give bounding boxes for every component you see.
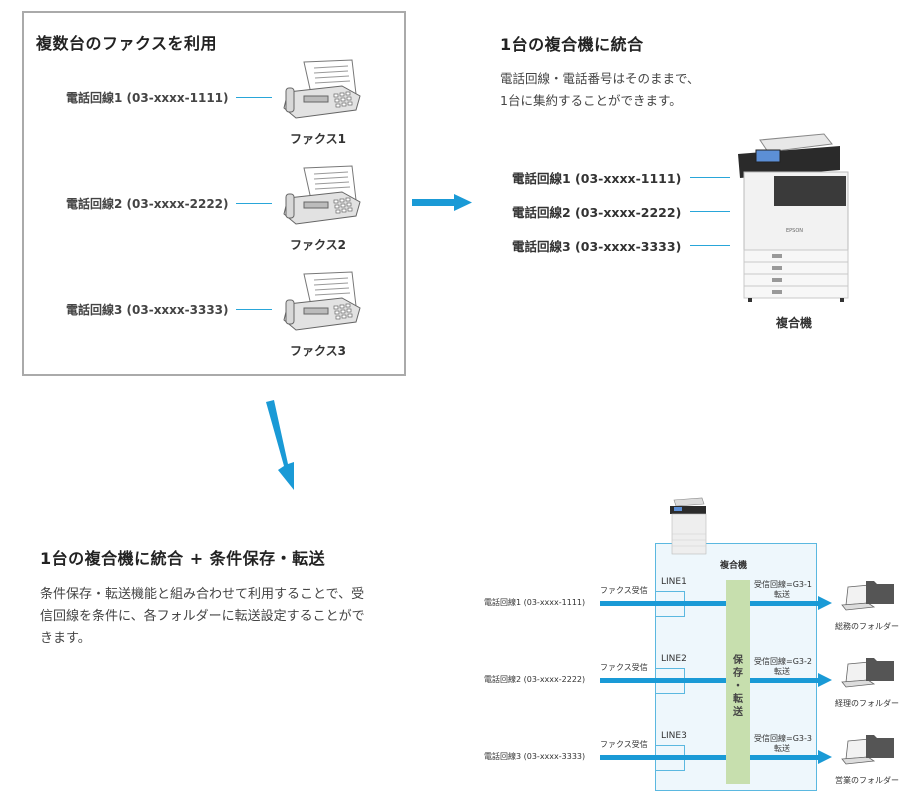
- desc-line: 電話回線・電話番号はそのままで、: [500, 71, 700, 86]
- folder-label: 経理のフォルダー: [835, 699, 899, 708]
- phone-line-label: 電話回線2 (03-xxxx-2222): [484, 675, 586, 684]
- phone-line-label: 電話回線3 (03-xxxx-3333): [484, 752, 586, 761]
- incoming-line: [600, 755, 726, 760]
- storage-forward-label: 保 存 ・ 転 送: [726, 654, 750, 719]
- storage-char: 転: [733, 694, 743, 705]
- desc-line: 1台に集約することができます。: [500, 93, 682, 108]
- integrated-mfp-desc: 電話回線・電話番号はそのままで、 1台に集約することができます。: [500, 68, 700, 112]
- fax-connector-2: [236, 203, 272, 204]
- svg-text:EPSON: EPSON: [786, 228, 803, 234]
- fax-line-label-1: 電話回線1 (03-xxxx-1111): [66, 91, 229, 105]
- forward-rule-line1: 受信回線=G3-3: [754, 734, 812, 743]
- fax-connector-1: [236, 97, 272, 98]
- port-label: LINE2: [661, 654, 687, 664]
- mfp-line-label-2: 電話回線2 (03-xxxx-2222): [512, 205, 682, 220]
- mfp-connector-3: [690, 245, 730, 246]
- storage-char: ・: [733, 681, 743, 692]
- storage-char: 保: [733, 655, 743, 666]
- conditional-forwarding-title: 1台の複合機に統合 + 条件保存・転送: [40, 549, 326, 568]
- laptop-folder-icon: [838, 577, 902, 611]
- storage-forward-band: [726, 580, 750, 784]
- port-label: LINE3: [661, 731, 687, 741]
- fax-caption-3: ファクス3: [290, 344, 346, 358]
- storage-char: 送: [733, 707, 743, 718]
- folder-label: 総務のフォルダー: [835, 622, 899, 631]
- folder-label: 営業のフォルダー: [835, 776, 899, 785]
- mfp-line-label-3: 電話回線3 (03-xxxx-3333): [512, 239, 682, 254]
- forward-arrow-icon: [818, 750, 832, 764]
- laptop-folder-icon: [838, 654, 902, 688]
- outgoing-line: [750, 755, 820, 760]
- integrated-mfp-title: 1台の複合機に統合: [500, 35, 644, 54]
- phone-line-label: 電話回線1 (03-xxxx-1111): [484, 598, 586, 607]
- fax-machine-icon: [282, 164, 364, 226]
- forward-arrow-icon: [818, 673, 832, 687]
- conditional-forwarding-desc: 条件保存・転送機能と組み合わせて利用することで、受 信回線を条件に、各フォルダー…: [40, 584, 400, 650]
- fax-receive-label: ファクス受信: [600, 663, 648, 672]
- desc-line: きます。: [40, 631, 91, 646]
- fax-line-label-3: 電話回線3 (03-xxxx-3333): [66, 303, 229, 317]
- multiple-fax-title: 複数台のファクスを利用: [36, 34, 218, 53]
- forward-rule-line1: 受信回線=G3-2: [754, 657, 812, 666]
- forward-arrow-icon: [818, 596, 832, 610]
- forward-rule-line1: 受信回線=G3-1: [754, 580, 812, 589]
- desc-line: 信回線を条件に、各フォルダーに転送設定することがで: [40, 609, 365, 624]
- incoming-line: [600, 601, 726, 606]
- port-label: LINE1: [661, 577, 687, 587]
- forward-rule-line2: 転送: [774, 744, 790, 753]
- arrow-right-icon: [410, 192, 474, 214]
- fax-receive-label: ファクス受信: [600, 740, 648, 749]
- outgoing-line: [750, 601, 820, 606]
- outgoing-line: [750, 678, 820, 683]
- mfp-connector-2: [690, 211, 730, 212]
- desc-line: 条件保存・転送機能と組み合わせて利用することで、受: [40, 587, 365, 602]
- fax-caption-2: ファクス2: [290, 238, 346, 252]
- mfp-line-label-1: 電話回線1 (03-xxxx-1111): [512, 171, 682, 186]
- fax-receive-label: ファクス受信: [600, 586, 648, 595]
- mfp-caption: 複合機: [776, 316, 813, 330]
- arrow-down-icon: [262, 398, 302, 494]
- storage-char: 存: [733, 668, 743, 679]
- fax-machine-icon: [282, 270, 364, 332]
- incoming-line: [600, 678, 726, 683]
- mfp-small-icon: [668, 496, 710, 556]
- laptop-folder-icon: [838, 731, 902, 765]
- fax-line-label-2: 電話回線2 (03-xxxx-2222): [66, 197, 229, 211]
- multifunction-printer-icon: EPSON: [736, 132, 854, 308]
- forward-rule-line2: 転送: [774, 590, 790, 599]
- fax-machine-icon: [282, 58, 364, 120]
- forward-rule-line2: 転送: [774, 667, 790, 676]
- fax-connector-3: [236, 309, 272, 310]
- fax-caption-1: ファクス1: [290, 132, 346, 146]
- mfp-box-label: 複合機: [720, 561, 748, 571]
- mfp-connector-1: [690, 177, 730, 178]
